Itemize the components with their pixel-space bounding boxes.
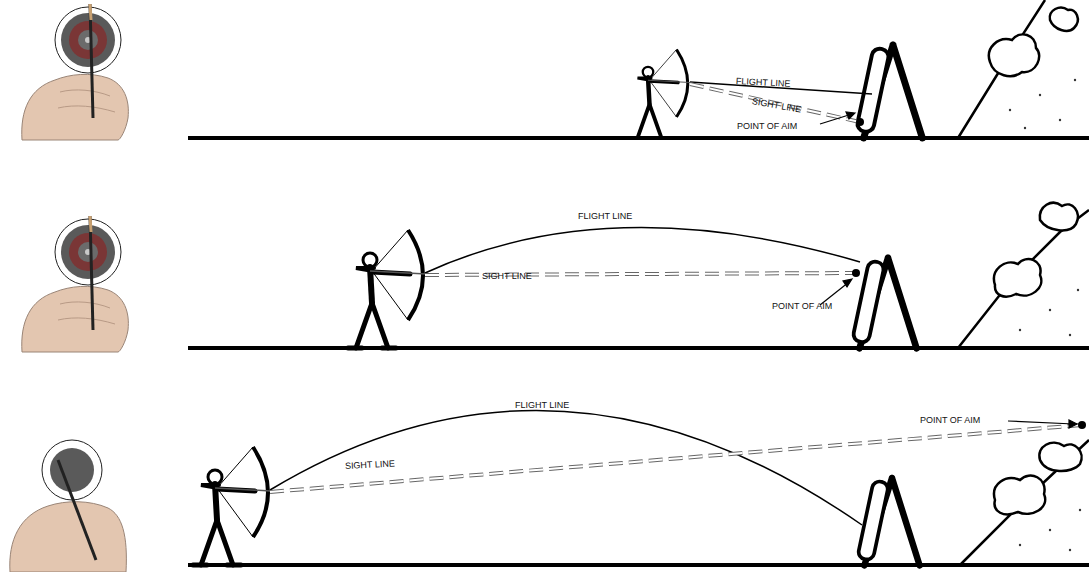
sight-line	[690, 84, 860, 122]
hand	[10, 502, 127, 572]
flight-line	[425, 228, 860, 273]
sight-line	[270, 425, 1082, 492]
leader-line	[1008, 421, 1074, 424]
sight-line	[270, 425, 1082, 492]
hand-with-pencil	[22, 4, 129, 140]
line-label: FLIGHT LINE	[515, 400, 569, 411]
sight-line	[690, 84, 860, 122]
line-label: SIGHT LINE	[482, 271, 532, 282]
arrow-head	[843, 279, 852, 287]
archer	[632, 50, 691, 139]
archer	[193, 447, 271, 565]
arrow-head	[846, 112, 855, 119]
pencil	[58, 460, 96, 560]
hillside	[958, 0, 1089, 565]
target-face	[42, 440, 102, 500]
leader-arrow	[820, 112, 1077, 428]
line-label: FLIGHT LINE	[578, 211, 632, 222]
hill-slope	[960, 440, 1089, 565]
aim-dot	[856, 118, 864, 126]
archer	[348, 230, 426, 348]
line-label: POINT OF AIM	[772, 301, 832, 312]
rock	[994, 476, 1045, 515]
rock	[1040, 203, 1078, 231]
arrow-head	[1069, 420, 1077, 428]
rock	[1050, 8, 1078, 31]
hand-with-pencil	[10, 440, 127, 572]
rock	[989, 34, 1039, 76]
ground-line	[188, 138, 1089, 565]
target-stand	[857, 478, 919, 565]
flight-line	[270, 410, 862, 525]
aim-dot	[1078, 421, 1086, 429]
target-face	[50, 448, 94, 492]
sight-line	[270, 84, 1082, 492]
target-stand	[852, 258, 916, 348]
line-label: POINT OF AIM	[737, 121, 797, 132]
aim-dot	[852, 269, 860, 277]
line-label: SIGHT LINE	[345, 458, 395, 472]
line-label: SIGHT LINE	[751, 96, 802, 115]
line-label: FLIGHT LINE	[736, 76, 791, 90]
hill-slope	[958, 0, 1045, 138]
hand-with-pencil	[22, 216, 129, 352]
rock	[994, 259, 1041, 297]
line-label: POINT OF AIM	[920, 415, 980, 426]
gravel-dots	[1009, 79, 1081, 551]
rock	[1039, 443, 1081, 471]
target-stand	[856, 45, 922, 138]
